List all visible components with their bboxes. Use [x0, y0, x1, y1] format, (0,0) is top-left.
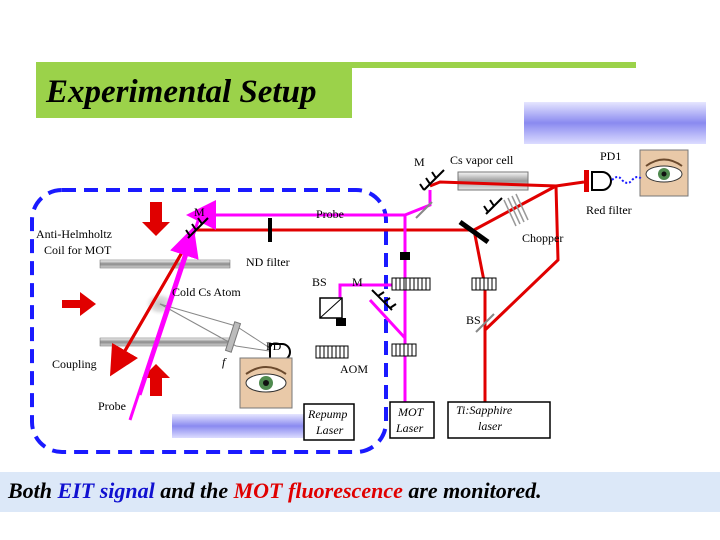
beam-splitter-cube	[319, 297, 346, 326]
decorative-panel-right	[524, 102, 706, 144]
label-m-top: M	[414, 155, 425, 169]
slide-title: Experimental Setup	[46, 74, 317, 110]
label-pd1: PD1	[600, 149, 621, 163]
label-repump-line2: Laser	[315, 423, 344, 437]
caption-eit: EIT	[57, 478, 95, 503]
mirror-pd1	[483, 197, 503, 215]
coil-bottom	[99, 337, 231, 347]
mot-laser-box[interactable]	[389, 401, 435, 439]
cs-vapor-cell[interactable]	[457, 171, 529, 191]
photodetector-pd1	[584, 170, 643, 192]
beam-splitter-probe	[415, 201, 433, 219]
label-tisa-line2: laser	[478, 419, 502, 433]
lens-f	[224, 321, 242, 353]
label-coil-line1: Anti-Helmholtz	[36, 227, 112, 241]
label-coil-line2: Coil for MOT	[44, 243, 112, 257]
nd-filter	[268, 218, 272, 242]
caption-signal: signal	[94, 478, 155, 503]
label-m-left: M	[194, 205, 205, 219]
tisapphire-laser-box[interactable]	[447, 401, 551, 439]
label-tisa-line1: Ti:Sapphire	[456, 403, 513, 417]
decorative-panel-bottom	[172, 414, 304, 438]
label-lens-f: f	[222, 355, 227, 369]
caption: Both EIT signal and the MOT fluorescence…	[8, 478, 542, 504]
label-cs-vapor-cell: Cs vapor cell	[450, 153, 514, 167]
caption-mot: MOT	[233, 478, 283, 503]
repump-laser-box[interactable]	[303, 403, 355, 441]
title-background	[36, 66, 352, 118]
label-bs-2: BS	[466, 313, 481, 327]
label-mot-line2: Laser	[395, 421, 424, 435]
beam-block-1	[400, 252, 410, 260]
polarizer-stack	[503, 193, 529, 227]
mot-chamber-boundary	[30, 188, 388, 454]
caption-part-4: and the	[154, 478, 234, 503]
beam-splitter-bs2	[475, 313, 495, 333]
waveplates	[315, 277, 497, 359]
label-coupling: Coupling	[52, 357, 97, 371]
label-aom: AOM	[340, 362, 368, 376]
label-mot-line1: MOT	[397, 405, 425, 419]
mirror-m-mid	[371, 289, 397, 311]
label-m-mid: M	[352, 275, 363, 289]
label-nd-filter: ND filter	[246, 255, 290, 269]
label-probe-top: Probe	[316, 207, 344, 221]
label-repump-line1: Repump	[307, 407, 347, 421]
caption-background	[0, 472, 720, 512]
label-cold-cs-atom: Cold Cs Atom	[172, 285, 241, 299]
label-pd: PD	[266, 339, 282, 353]
chopper[interactable]	[458, 219, 490, 245]
mirror-m-left	[185, 217, 209, 239]
title-rule	[36, 62, 636, 68]
eye-image-top	[639, 149, 689, 197]
caption-fluorescence: fluorescence	[282, 478, 403, 503]
caption-part-7: are monitored.	[402, 478, 542, 503]
label-probe-bottom: Probe	[98, 399, 126, 413]
coil-top	[99, 259, 231, 269]
eye-image-bottom	[239, 357, 293, 409]
mirror-m-top	[419, 169, 445, 191]
label-red-filter: Red filter	[586, 203, 632, 217]
probe-beam-bottom	[128, 226, 199, 421]
caption-part-1: Both	[8, 478, 58, 503]
label-bs-cube: BS	[312, 275, 327, 289]
label-chopper: Chopper	[522, 231, 563, 245]
